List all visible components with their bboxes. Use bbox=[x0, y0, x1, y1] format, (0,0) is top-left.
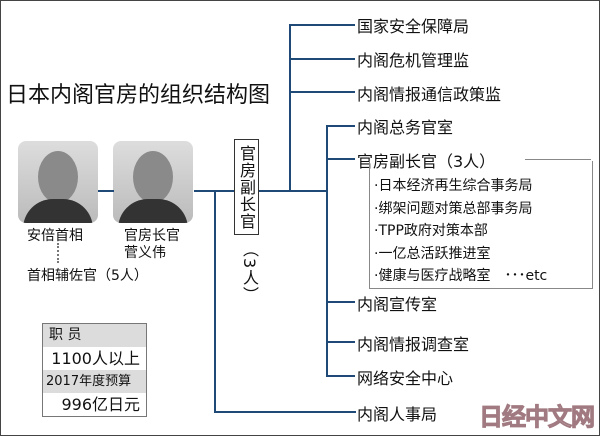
node-general-affairs: 内阁总务官室 bbox=[357, 118, 454, 137]
node-cyber: 网络安全中心 bbox=[357, 369, 454, 388]
node-personnel: 内阁人事局 bbox=[357, 405, 438, 424]
chart-title: 日本内阁官房的组织结构图 bbox=[6, 83, 271, 108]
connector bbox=[289, 58, 355, 60]
connector bbox=[326, 158, 355, 160]
connector bbox=[326, 125, 355, 127]
node-pr: 内阁宣传室 bbox=[357, 295, 438, 314]
node-intel: 内阁情报调查室 bbox=[357, 335, 470, 354]
deputy-sublist: ·日本经济再生综合事务局 ·绑架问题对策总部事务局 ·TPP政府对策本部 ·一亿… bbox=[374, 175, 547, 288]
connector bbox=[326, 301, 355, 303]
connector bbox=[326, 375, 355, 377]
connector bbox=[259, 190, 328, 192]
connector bbox=[214, 190, 216, 413]
sub-item: ·TPP政府对策本部 bbox=[374, 223, 488, 239]
connector bbox=[326, 341, 355, 343]
dotted-connector bbox=[57, 243, 59, 263]
suga-photo bbox=[113, 141, 193, 223]
abe-photo bbox=[18, 141, 98, 223]
node-crisis: 内阁危机管理监 bbox=[357, 51, 470, 70]
aide-label: 首相辅佐官（5人） bbox=[27, 268, 148, 284]
connector bbox=[289, 24, 291, 192]
connector bbox=[98, 190, 114, 192]
stats-table: 职 员 1100人以上 2017年度预算 996亿日元 bbox=[42, 323, 147, 417]
chief-secretary-name: 菅义伟 bbox=[124, 245, 166, 261]
connector bbox=[289, 91, 355, 93]
deputy-count: （3人） bbox=[240, 241, 259, 304]
sub-item: ·一亿总活跃推进室 bbox=[374, 245, 491, 262]
chief-secretary-label: 官房长官 bbox=[124, 228, 180, 244]
connector bbox=[289, 24, 355, 26]
node-nss: 国家安全保障局 bbox=[357, 17, 470, 36]
watermark: 日经中文网 bbox=[479, 403, 596, 432]
budget-label: 2017年度预算 bbox=[43, 370, 146, 393]
deputy-box: 官房副长官 bbox=[234, 139, 259, 235]
node-deputy: 官房副长官（3人） bbox=[357, 152, 496, 171]
connector bbox=[326, 125, 328, 377]
sub-item: ·日本经济再生综合事务局 bbox=[374, 178, 533, 194]
pm-label: 安倍首相 bbox=[27, 228, 83, 244]
connector bbox=[214, 411, 356, 413]
staff-label: 职 员 bbox=[43, 324, 146, 347]
budget-value: 996亿日元 bbox=[61, 395, 140, 414]
deputy-bracket bbox=[369, 161, 593, 289]
node-info-policy: 内阁情报通信政策监 bbox=[357, 85, 502, 104]
staff-value: 1100人以上 bbox=[51, 349, 140, 368]
sub-item: ·绑架问题对策总部事务局 bbox=[374, 200, 533, 217]
sub-item: ·健康与医疗战略室 ･･･etc bbox=[374, 268, 548, 284]
